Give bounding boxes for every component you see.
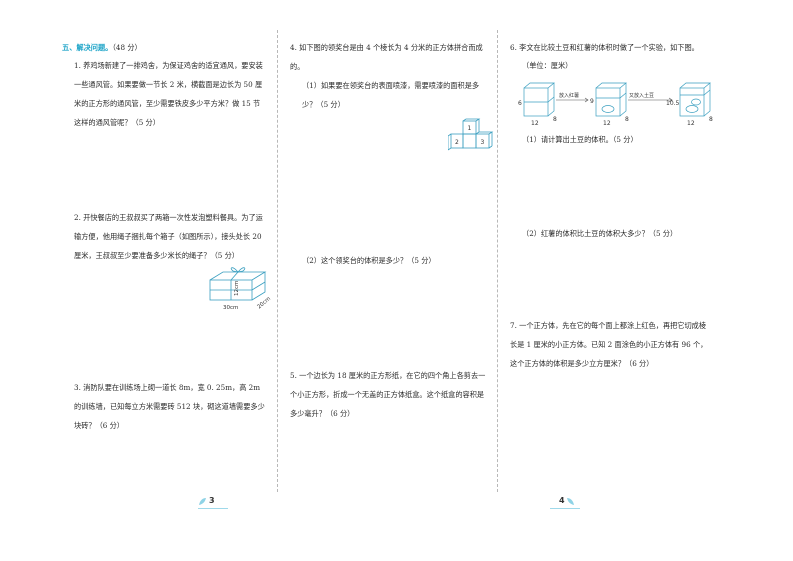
column-divider-1 xyxy=(277,30,278,492)
podium-label-2: 2 xyxy=(455,139,459,146)
question-4-part-1: （1）如果要在领奖台的表面喷漆，需要喷漆的面积是多少？（5 分） xyxy=(302,81,480,109)
c1-height: 6 xyxy=(518,100,522,107)
podium-label-1: 1 xyxy=(468,125,472,132)
question-6-part-2: （2）红薯的体积比土豆的体积大多少？（5 分） xyxy=(522,229,678,238)
section-header: 五、解决问题。（48 分） xyxy=(62,38,267,57)
c3-height: 10.5 xyxy=(666,100,680,107)
c3-depth: 8 xyxy=(709,116,713,123)
question-3: 3. 消防队要在训练场上砌一道长 8m，宽 0. 25m，高 2m 的训练墙，已… xyxy=(74,383,265,430)
c1-depth: 8 xyxy=(553,116,557,123)
question-1: 1. 养鸡场新建了一排鸡舍，为保证鸡舍的适宜通风，要安装一些通风管。如果要做一节… xyxy=(74,61,263,127)
question-2: 2. 开快餐店的王叔叔买了两箱一次性发泡塑料餐具。为了运输方便，他用绳子捆扎每个… xyxy=(74,213,263,260)
page-number-right: 4 xyxy=(559,496,565,505)
box-depth-label: 20cm xyxy=(256,296,272,310)
question-4: 4. 如下图的领奖台是由 4 个棱长为 4 分米的正方体拼合而成的。 xyxy=(290,43,483,71)
containers-figure: 放入红薯 又放入土豆 6 12 8 9 12 8 10.5 12 8 xyxy=(518,82,713,127)
section-title: 五、解决问题。 xyxy=(62,43,113,52)
podium-label-3: 3 xyxy=(481,139,485,146)
leaf-icon-right xyxy=(567,498,574,505)
c2-width: 12 xyxy=(603,120,611,127)
arrow-label-1: 放入红薯 xyxy=(559,92,579,99)
question-6-part-1: （1）请计算出土豆的体积。（5 分） xyxy=(522,135,638,144)
page-line-right xyxy=(550,508,580,509)
question-4-part-2: （2）这个领奖台的体积是多少？（5 分） xyxy=(302,256,436,265)
question-6: 6. 李文在比较土豆和红薯的体积时做了一个实验，如下图。 xyxy=(510,43,699,52)
box-figure: 12cm 20cm 30cm xyxy=(209,267,272,311)
c1-width: 12 xyxy=(531,120,539,127)
question-5: 5. 一个边长为 18 厘米的正方形纸，在它的四个角上各剪去一个小正方形，折成一… xyxy=(290,371,486,418)
page-number-left: 3 xyxy=(209,496,215,505)
page-line-left xyxy=(198,508,228,509)
question-7: 7. 一个正方体，先在它的每个面上都涂上红色，再把它切成棱长是 1 厘米的小正方… xyxy=(510,321,708,368)
c2-height: 9 xyxy=(590,98,594,105)
c3-width: 12 xyxy=(687,120,695,127)
podium-figure: 1 2 3 xyxy=(448,118,494,151)
section-score: （48 分） xyxy=(112,43,142,52)
box-height-label: 12cm xyxy=(234,281,240,296)
c2-depth: 8 xyxy=(625,116,629,123)
box-width-label: 30cm xyxy=(223,305,238,311)
question-6-unit: （单位：厘米） xyxy=(522,61,573,70)
column-divider-2 xyxy=(497,30,498,492)
arrow-label-2: 又放入土豆 xyxy=(629,92,654,99)
leaf-icon-left xyxy=(199,498,206,505)
